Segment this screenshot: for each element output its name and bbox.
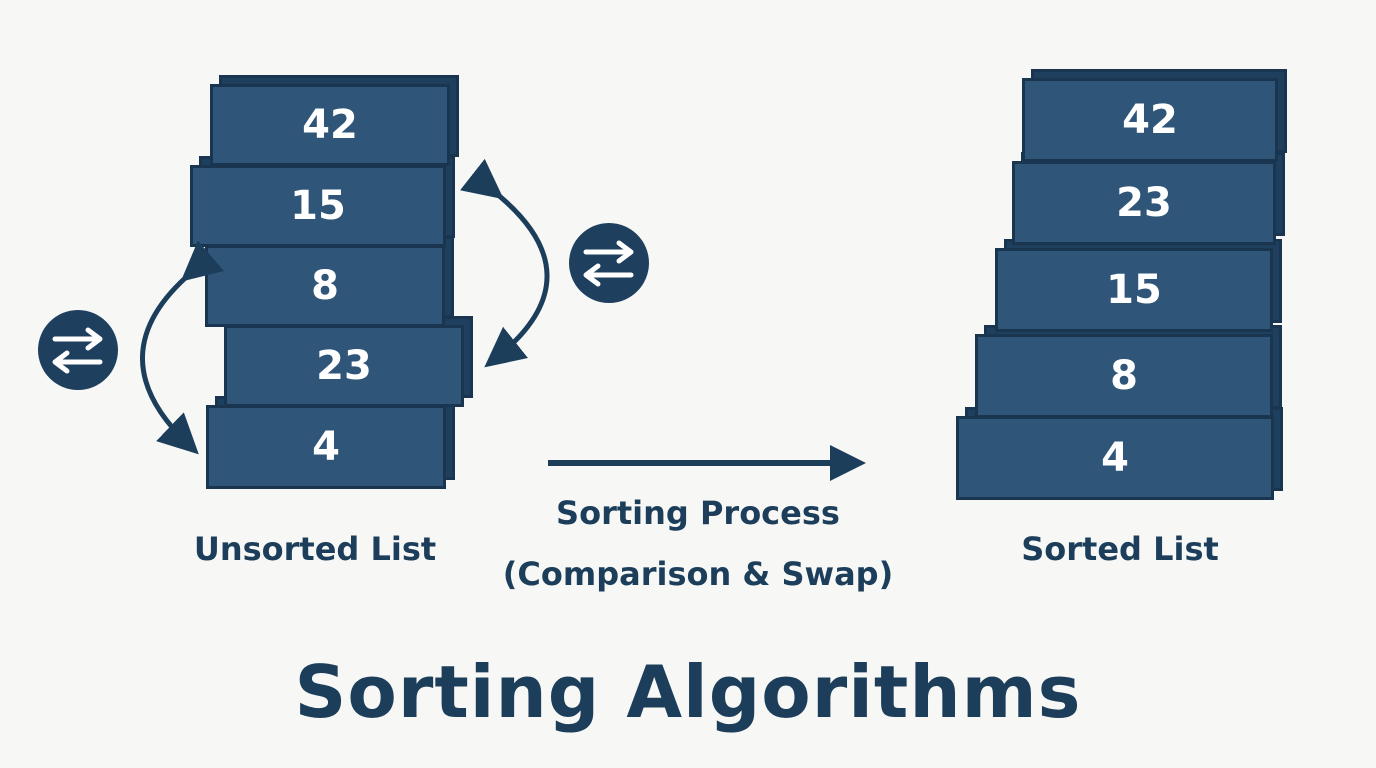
swap-arrows-icon	[569, 223, 649, 303]
unsorted-block-2: 15	[190, 165, 446, 247]
unsorted-block-3-value: 8	[311, 263, 339, 309]
sorted-block-2: 23	[1012, 161, 1276, 245]
right-swap-arrow	[459, 158, 550, 368]
process-label-line1: Sorting Process	[556, 494, 840, 532]
unsorted-block-5-value: 4	[312, 424, 340, 470]
unsorted-block-4: 23	[224, 325, 464, 407]
swap-arrows-icon	[38, 310, 118, 390]
unsorted-list-label: Unsorted List	[193, 530, 437, 568]
unsorted-block-2-value: 15	[290, 183, 346, 229]
sorted-block-1-value: 42	[1122, 97, 1178, 143]
unsorted-block-1-value: 42	[302, 102, 358, 148]
left-swap-arrow	[140, 240, 224, 455]
sorted-block-1: 42	[1022, 78, 1278, 162]
unsorted-block-1: 42	[210, 84, 450, 166]
sorted-block-4: 8	[975, 334, 1273, 418]
sorted-block-4-value: 8	[1110, 353, 1138, 399]
process-label: Sorting Process (Comparison & Swap)	[503, 483, 893, 605]
sorted-block-2-value: 23	[1116, 180, 1172, 226]
page-title: Sorting Algorithms	[294, 650, 1082, 734]
sorted-block-3: 15	[995, 248, 1273, 332]
process-label-line2: (Comparison & Swap)	[502, 555, 894, 593]
unsorted-block-3: 8	[205, 245, 445, 327]
unsorted-block-4-value: 23	[316, 343, 372, 389]
sorted-block-3-value: 15	[1106, 267, 1162, 313]
sorted-list-label: Sorted List	[1021, 530, 1219, 568]
sorted-block-5-value: 4	[1101, 435, 1129, 481]
sorted-block-5: 4	[956, 416, 1274, 500]
